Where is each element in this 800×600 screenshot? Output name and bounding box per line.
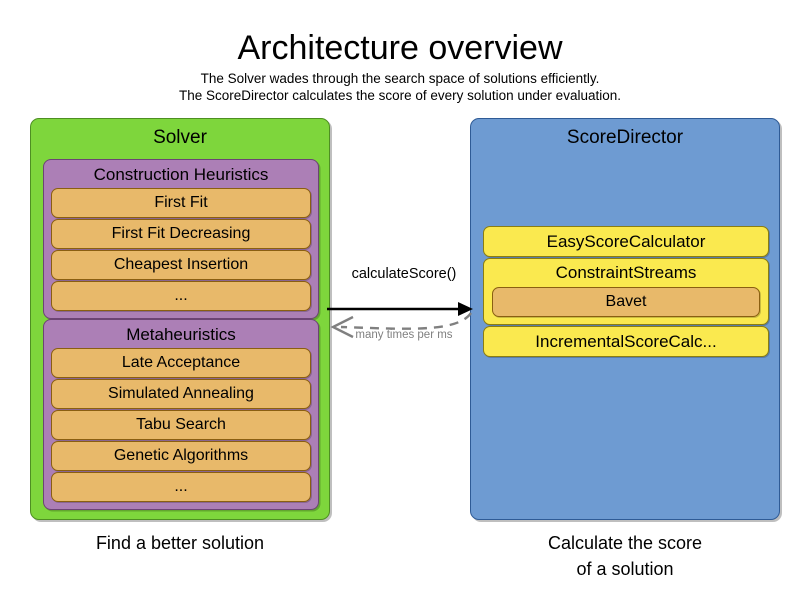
- subtitle-line-1: The Solver wades through the search spac…: [200, 71, 600, 86]
- arrow-graphics: [327, 302, 473, 339]
- list-item[interactable]: Tabu Search: [51, 410, 311, 440]
- solver-panel-title: Solver: [153, 127, 207, 148]
- list-item-bavet[interactable]: Bavet: [492, 287, 760, 317]
- score-director-panel: ScoreDirector EasyScoreCalculator Constr…: [470, 118, 780, 520]
- arrow-layer: calculateScore() many times per ms: [325, 265, 485, 355]
- subtitle-line-2: The ScoreDirector calculates the score o…: [179, 88, 621, 103]
- list-item[interactable]: Cheapest Insertion: [51, 250, 311, 280]
- constraint-streams-label: ConstraintStreams: [555, 263, 697, 282]
- list-item-constraint-streams[interactable]: ConstraintStreams Bavet: [483, 258, 769, 325]
- arrow-many-times-per-ms: [330, 312, 472, 339]
- caption-score-director: Calculate the score of a solution: [470, 530, 780, 582]
- list-item-more[interactable]: ...: [51, 281, 311, 311]
- list-item-incremental-score-calculator[interactable]: IncrementalScoreCalc...: [483, 326, 769, 357]
- list-item[interactable]: Late Acceptance: [51, 348, 311, 378]
- list-item-easy-score-calculator[interactable]: EasyScoreCalculator: [483, 226, 769, 257]
- group-metaheuristics: Metaheuristics Late Acceptance Simulated…: [43, 319, 319, 510]
- arrow-label-calculate-score: calculateScore(): [351, 266, 457, 282]
- list-item[interactable]: First Fit Decreasing: [51, 219, 311, 249]
- list-item-more[interactable]: ...: [51, 472, 311, 502]
- score-director-panel-title: ScoreDirector: [566, 127, 684, 148]
- group-title-construction-heuristics: Construction Heuristics: [93, 165, 269, 184]
- arrow-label-many-times-per-ms: many times per ms: [355, 329, 453, 341]
- caption-score-director-line-1: Calculate the score: [547, 533, 703, 553]
- score-calculator-list: EasyScoreCalculator ConstraintStreams Ba…: [483, 225, 769, 357]
- solver-panel: Solver Construction Heuristics First Fit…: [30, 118, 330, 520]
- page-title: Architecture overview: [237, 29, 563, 67]
- caption-solver: Find a better solution: [95, 533, 265, 553]
- diagram-header: Architecture overview The Solver wades t…: [0, 0, 800, 104]
- caption-score-director-line-2: of a solution: [576, 559, 674, 579]
- group-construction-heuristics: Construction Heuristics First Fit First …: [43, 159, 319, 319]
- group-title-metaheuristics: Metaheuristics: [126, 325, 236, 344]
- list-item[interactable]: Simulated Annealing: [51, 379, 311, 409]
- list-item[interactable]: First Fit: [51, 188, 311, 218]
- arrow-calculate-score: [327, 302, 473, 316]
- list-item[interactable]: Genetic Algorithms: [51, 441, 311, 471]
